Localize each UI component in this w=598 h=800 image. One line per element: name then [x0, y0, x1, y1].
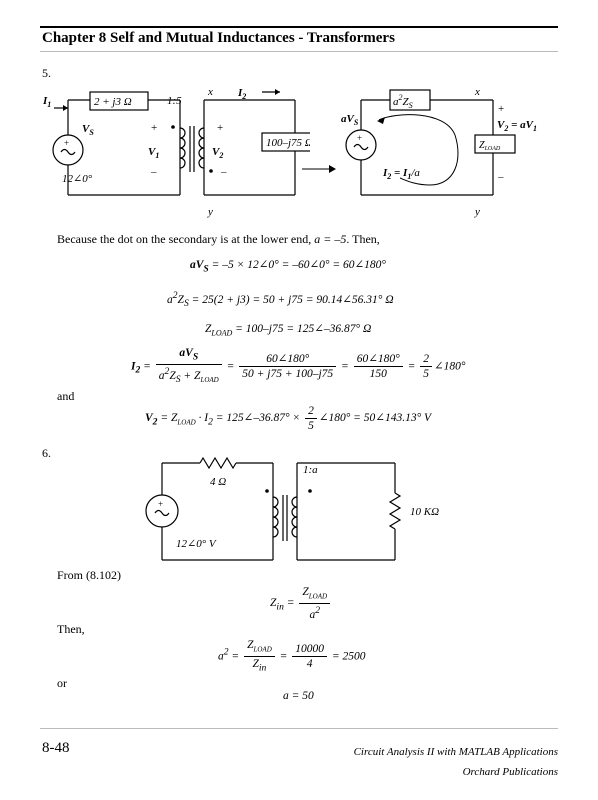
- footer-rule: [40, 728, 558, 729]
- secondary-minus: –: [220, 166, 227, 178]
- problem-5-number: 5.: [42, 66, 51, 80]
- equivalent-circuit-right: a2ZS aVS x y + – V2 = aV1 ZLOAD I2 = I1/…: [341, 86, 537, 218]
- resistor-label: 4 Ω: [210, 476, 226, 488]
- y-mark-right: y: [474, 206, 480, 218]
- chapter-title: Chapter 8 Self and Mutual Inductances - …: [42, 30, 395, 46]
- equivalent-arrow: [302, 165, 336, 173]
- source-voltage-6: 12∠0° V: [176, 538, 217, 550]
- then-text: Then,: [57, 622, 85, 636]
- v2-plus-right: +: [498, 103, 504, 115]
- turns-ratio-6: 1:a: [303, 464, 318, 476]
- from-reference: From (8.102): [57, 568, 121, 582]
- svg-text:+: +: [64, 138, 69, 148]
- v2-equation-right: V2 = aV1: [497, 119, 537, 133]
- publisher: Orchard Publications: [462, 766, 558, 778]
- v2-label: V2: [212, 146, 223, 160]
- primary-plus: +: [151, 122, 157, 134]
- a2zs-label: a2ZS: [393, 93, 413, 110]
- book-credit: Circuit Analysis II with MATLAB Applicat…: [354, 742, 558, 782]
- equation-avs: aVS = –5 × 12∠0° = –60∠0° = 60∠180°: [190, 259, 386, 275]
- i2-equation-right: I2 = I1/a: [382, 167, 420, 181]
- y-mark: y: [207, 206, 213, 218]
- vs-label: VS: [82, 123, 94, 137]
- v1-label: V1: [148, 146, 159, 160]
- secondary-plus: +: [217, 122, 223, 134]
- equation-a2zs: a2ZS = 25(2 + j3) = 50 + j75 = 90.14∠56.…: [167, 290, 394, 310]
- source-voltage-label: 12∠0°: [62, 173, 93, 185]
- transformer-circuit-6: 4 Ω 1:a 10 KΩ 12∠0° V +: [145, 456, 439, 561]
- transformer-circuit-left: I1 2 + j3 Ω 1:5 x y I2 VS V1 V2 + – + – …: [42, 86, 310, 218]
- equation-a-result: a = 50: [283, 690, 314, 702]
- i1-label: I1: [42, 95, 51, 109]
- svg-text:+: +: [357, 133, 362, 143]
- dot-explanation: Because the dot on the secondary is at t…: [57, 232, 380, 246]
- or-text: or: [57, 676, 67, 690]
- load-resistor-label: 10 KΩ: [410, 506, 439, 518]
- x-mark: x: [207, 86, 213, 98]
- avs-label: aVS: [341, 113, 359, 127]
- load-impedance-label: 100–j75 Ω: [266, 137, 310, 149]
- header-underline: [40, 51, 558, 52]
- svg-text:+: +: [158, 499, 163, 509]
- primary-minus: –: [150, 166, 157, 178]
- equation-zload: ZLOAD = 100–j75 = 125∠–36.87° Ω: [205, 323, 372, 338]
- i2-label: I2: [237, 87, 246, 101]
- page-number: 8-48: [42, 740, 70, 756]
- v2-minus-right: –: [497, 171, 504, 183]
- book-title: Circuit Analysis II with MATLAB Applicat…: [353, 746, 558, 758]
- turns-ratio-label: 1:5: [167, 95, 182, 107]
- top-rule: [40, 26, 558, 28]
- x-mark-right: x: [474, 86, 480, 98]
- zload-label-right: ZLOAD: [479, 140, 501, 152]
- and-text: and: [57, 389, 75, 403]
- source-impedance-label: 2 + j3 Ω: [94, 96, 132, 108]
- problem-6-number: 6.: [42, 446, 51, 460]
